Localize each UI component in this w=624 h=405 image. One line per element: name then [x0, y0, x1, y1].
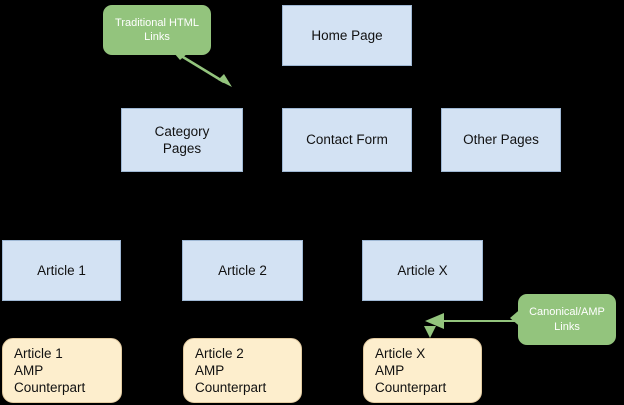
- node-home-page[interactable]: Home Page: [282, 5, 412, 66]
- node-article-2-amp-counterpart[interactable]: Article 2 AMP Counterpart: [183, 338, 302, 403]
- callout-traditional-html-links[interactable]: Traditional HTML Links: [103, 5, 211, 55]
- node-home-page-label: Home Page: [311, 27, 383, 43]
- node-contact-form[interactable]: Contact Form: [282, 108, 412, 172]
- node-contact-form-label: Contact Form: [306, 132, 388, 148]
- node-article-x[interactable]: Article X: [362, 240, 483, 301]
- arrow-head-canonical-amp: [425, 313, 444, 329]
- callout-tail-article-x-amp: [424, 326, 436, 338]
- node-article-2-amp-label: Article 2 AMP Counterpart: [195, 345, 267, 396]
- node-article-x-amp-label: Article X AMP Counterpart: [375, 345, 447, 396]
- edge-canonical-amp-links-arrow: [425, 313, 518, 329]
- edge-traditional-html-links-arrow: [177, 52, 232, 87]
- node-article-x-label: Article X: [397, 262, 448, 278]
- arrow-line-traditional-html: [177, 52, 225, 84]
- node-article-1-amp-counterpart[interactable]: Article 1 AMP Counterpart: [2, 338, 122, 403]
- node-category-pages[interactable]: Category Pages: [121, 108, 243, 172]
- callout-canonical-amp-links[interactable]: Canonical/AMP Links: [518, 294, 616, 345]
- callout-canonical-amp-links-label: Canonical/AMP Links: [529, 306, 605, 333]
- node-other-pages[interactable]: Other Pages: [441, 108, 561, 172]
- callout-traditional-html-links-label: Traditional HTML Links: [115, 16, 199, 43]
- node-category-pages-label: Category Pages: [154, 123, 210, 156]
- node-other-pages-label: Other Pages: [463, 132, 539, 148]
- node-article-1[interactable]: Article 1: [2, 240, 121, 301]
- node-article-x-amp-counterpart[interactable]: Article X AMP Counterpart: [363, 338, 482, 403]
- node-article-2[interactable]: Article 2: [182, 240, 303, 301]
- node-article-1-amp-label: Article 1 AMP Counterpart: [14, 345, 86, 396]
- node-article-1-label: Article 1: [37, 262, 86, 278]
- arrow-head-traditional-html: [218, 74, 232, 87]
- node-article-2-label: Article 2: [218, 262, 267, 278]
